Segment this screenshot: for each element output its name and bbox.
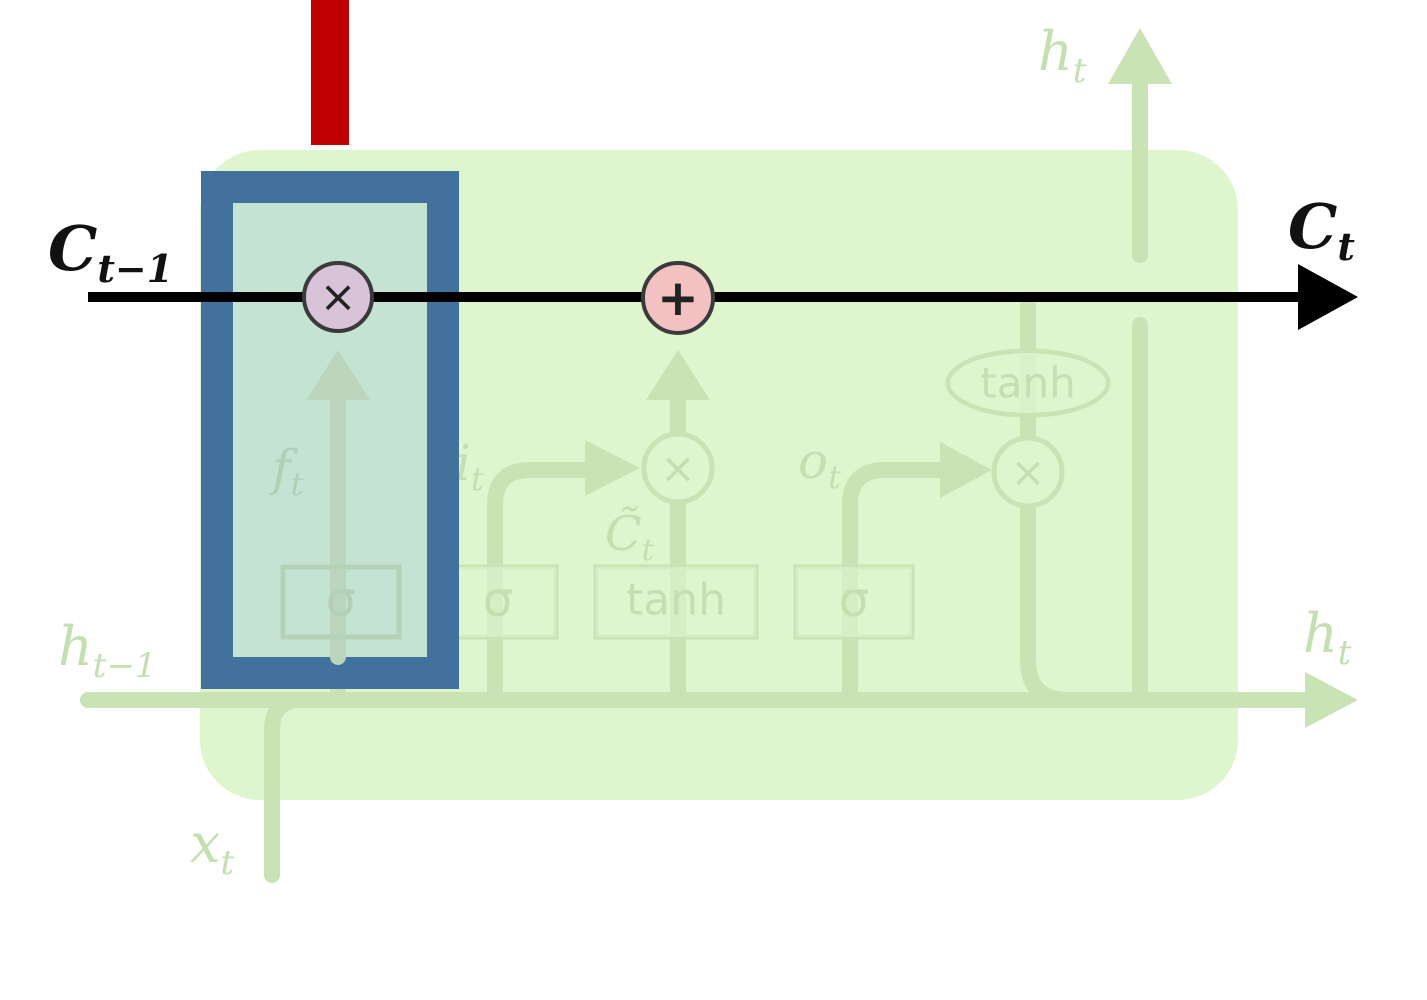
- tanh-candidate-label: tanh: [626, 575, 726, 626]
- sigma-output-label: σ: [839, 572, 869, 628]
- forget-mult-node: [302, 261, 374, 333]
- c-prev-label: Ct−1: [48, 212, 173, 291]
- c-tilde-label: C̃t: [605, 504, 655, 568]
- add-symbol: +: [657, 269, 699, 327]
- tanh-cell-label: tanh: [980, 359, 1075, 408]
- add-node: [641, 261, 715, 335]
- forget-mult-symbol: ×: [320, 272, 357, 323]
- o-gate-label: ot: [798, 432, 841, 496]
- faded-mult-nodes: [641, 431, 1065, 509]
- cell-state-arrowhead: [1298, 264, 1358, 330]
- input-mult-symbol: ×: [660, 444, 695, 493]
- c-out-label: Ct: [1288, 190, 1355, 269]
- h-right-label: ht: [1303, 602, 1352, 673]
- output-mult-node: [991, 435, 1065, 509]
- highlighted-forget-path: σ ft: [268, 350, 402, 665]
- pointer-bar: [311, 0, 349, 145]
- input-mult-node: [641, 431, 715, 505]
- h-top-label: ht: [1038, 20, 1087, 91]
- faded-layer-boxes-fill: [440, 353, 1106, 637]
- output-mult-symbol: ×: [1010, 448, 1045, 497]
- x-input-label: xt: [190, 812, 234, 883]
- sigma-forget-label-highlight: σ: [326, 572, 356, 628]
- tanh-cell-ellipse: [945, 348, 1111, 418]
- h-prev-label: ht−1: [58, 615, 157, 686]
- sigma-input-label: σ: [483, 572, 513, 628]
